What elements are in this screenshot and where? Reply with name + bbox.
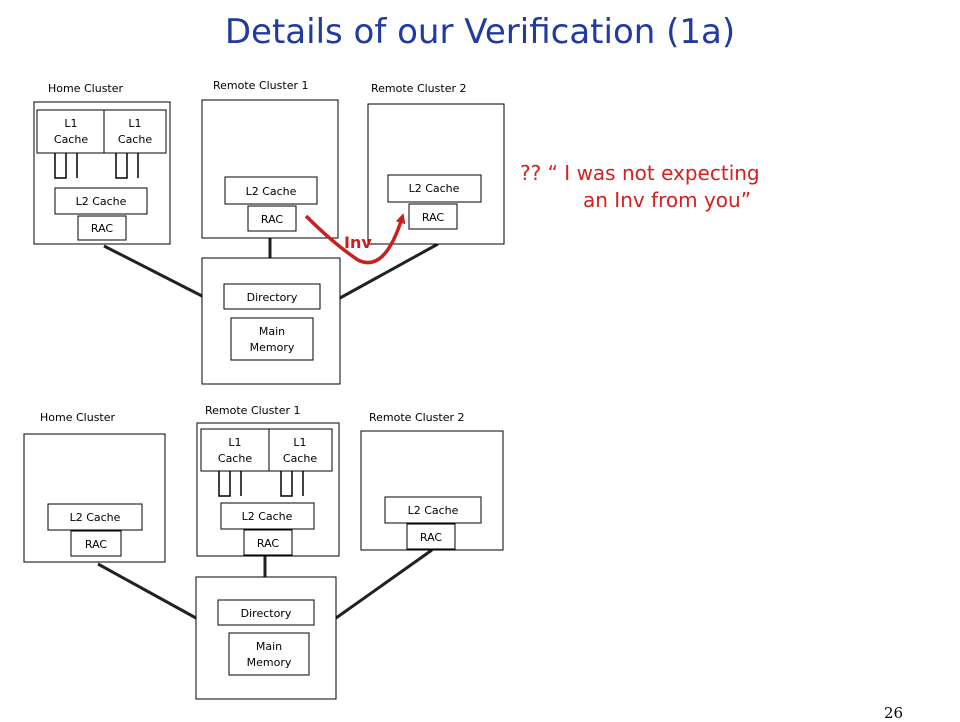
l1-cache-label: L1 xyxy=(293,436,306,449)
l1-cache-label: Cache xyxy=(54,133,88,146)
rac-label: RAC xyxy=(85,538,108,551)
remote-cluster-1-label: Remote Cluster 1 xyxy=(205,404,300,417)
main-memory-label: Memory xyxy=(247,656,292,669)
inv-label: Inv xyxy=(344,233,372,252)
rac-label: RAC xyxy=(261,213,284,226)
rac-box xyxy=(70,530,122,557)
bus-lines xyxy=(54,153,139,179)
home-cluster-label: Home Cluster xyxy=(40,411,116,424)
l2-cache-box xyxy=(220,502,315,530)
l1-cache-box xyxy=(36,109,106,154)
main-memory-label: Memory xyxy=(250,341,295,354)
annotation-quote: ?? “ I was not expecting an Inv from you… xyxy=(520,160,760,214)
annotation-line-1: ?? “ I was not expecting xyxy=(520,161,760,185)
l2-cache-label: L2 Cache xyxy=(242,510,293,523)
l1-cache-box xyxy=(103,109,167,154)
page-number: 26 xyxy=(884,704,904,722)
main-memory-box xyxy=(230,317,314,361)
main-memory-label: Main xyxy=(259,325,285,338)
top-diagram: Home Cluster L1 Cache L1 Cache L2 Cache … xyxy=(33,79,505,385)
l1-cache-box xyxy=(268,428,333,472)
l2-cache-box xyxy=(387,174,482,203)
l1-cache-label: Cache xyxy=(218,452,252,465)
l2-cache-label: L2 Cache xyxy=(408,504,459,517)
main-memory-box xyxy=(228,632,310,676)
rac-box xyxy=(247,205,297,232)
l2-cache-box xyxy=(47,503,143,531)
slide-title: Details of our Verification (1a) xyxy=(224,12,736,52)
l2-cache-box xyxy=(384,496,482,524)
home-cluster-label: Home Cluster xyxy=(48,82,124,95)
remote-cluster-1-label: Remote Cluster 1 xyxy=(213,79,308,92)
directory-box xyxy=(217,599,315,626)
l2-cache-box xyxy=(54,187,148,215)
l2-cache-label: L2 Cache xyxy=(76,195,127,208)
bus-lines xyxy=(218,471,304,497)
directory-box xyxy=(223,283,321,310)
rac-box xyxy=(408,203,458,230)
rac-label: RAC xyxy=(420,531,443,544)
remote-cluster-2-label: Remote Cluster 2 xyxy=(371,82,466,95)
main-memory-label: Main xyxy=(256,640,282,653)
l1-cache-label: L1 xyxy=(228,436,241,449)
rac-box xyxy=(77,215,127,241)
inv-arrow xyxy=(304,213,406,265)
rac-label: RAC xyxy=(422,211,445,224)
l2-cache-box xyxy=(224,176,318,205)
rac-box xyxy=(243,529,293,556)
annotation-line-2: an Inv from you” xyxy=(583,188,752,212)
rac-label: RAC xyxy=(91,222,114,235)
l2-cache-label: L2 Cache xyxy=(70,511,121,524)
directory-label: Directory xyxy=(241,607,292,620)
l1-cache-label: Cache xyxy=(118,133,152,146)
l1-cache-label: Cache xyxy=(283,452,317,465)
l1-cache-label: L1 xyxy=(128,117,141,130)
l2-cache-label: L2 Cache xyxy=(409,182,460,195)
remote-cluster-2-label: Remote Cluster 2 xyxy=(369,411,464,424)
bottom-diagram: Home Cluster L2 Cache RAC Remote Cluster… xyxy=(23,404,504,700)
rac-label: RAC xyxy=(257,537,280,550)
l1-cache-label: L1 xyxy=(64,117,77,130)
l2-cache-label: L2 Cache xyxy=(246,185,297,198)
rac-box xyxy=(406,523,456,550)
directory-label: Directory xyxy=(247,291,298,304)
